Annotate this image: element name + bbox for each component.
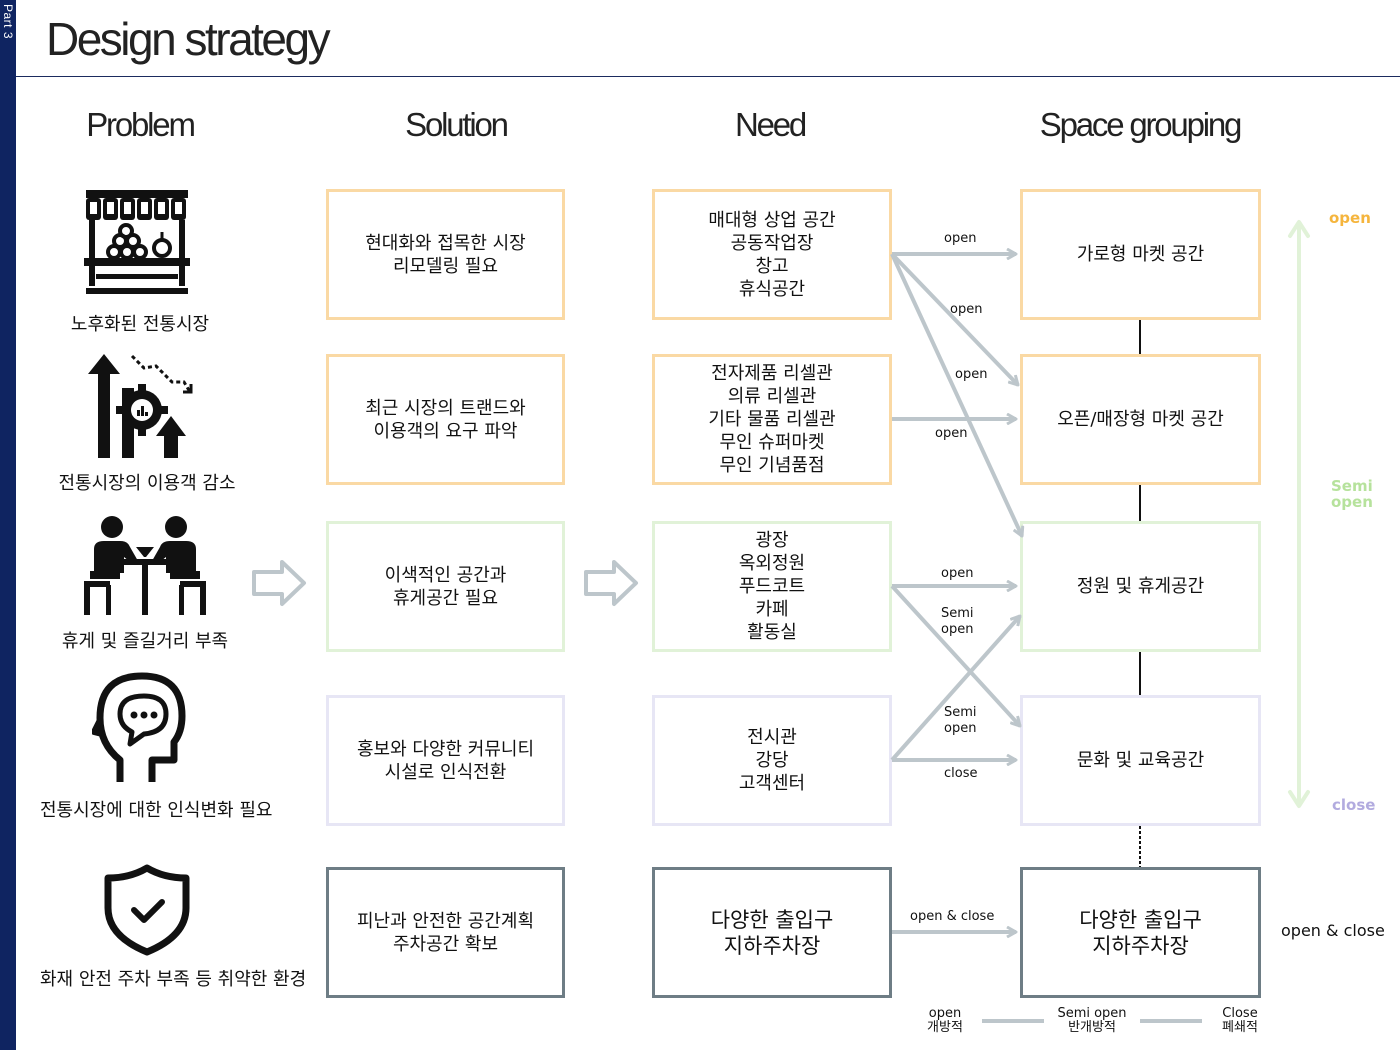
space-box-2: 오픈/매장형 마켓 공간 — [1020, 354, 1261, 485]
solution-text-2: 최근 시장의 트랜드와 이용객의 요구 파악 — [365, 397, 526, 442]
flow-label-n2-s2: open — [935, 426, 967, 441]
problem-label-2: 전통시장의 이용객 감소 — [58, 473, 236, 494]
space-box-1: 가로형 마켓 공간 — [1020, 189, 1261, 320]
solution-text-5: 피난과 안전한 공간계획 주차공간 확보 — [356, 910, 535, 955]
solution-box-5: 피난과 안전한 공간계획 주차공간 확보 — [326, 867, 565, 998]
space-box-5: 다양한 출입구 지하주차장 — [1020, 867, 1261, 998]
need-box-1: 매대형 상업 공간 공동작업장 창고 휴식공간 — [652, 189, 892, 320]
title-divider — [16, 76, 1400, 77]
need-text-1: 매대형 상업 공간 공동작업장 창고 휴식공간 — [708, 209, 836, 300]
column-header-solution: Solution — [405, 106, 509, 143]
column-header-space: Space grouping — [1039, 106, 1243, 143]
need-box-4: 전시관 강당 고객센터 — [652, 695, 892, 826]
legend-semi-open-ko: 반개방적 — [1068, 1020, 1116, 1035]
scale-label-open: open — [1329, 209, 1371, 227]
column-header-need: Need — [734, 106, 807, 143]
legend-open: open 개방적 — [915, 1007, 975, 1035]
space-text-4: 문화 및 교육공간 — [1076, 750, 1205, 771]
decline-chart-icon — [88, 354, 193, 458]
flow-arrow-n1-s2 — [890, 252, 1018, 385]
hollow-arrow-problem-solution — [252, 560, 306, 606]
need-text-5: 다양한 출입구 지하주차장 — [710, 907, 834, 958]
space-box-4: 문화 및 교육공간 — [1020, 695, 1261, 826]
legend-close: Close 폐쇄적 — [1210, 1007, 1270, 1035]
flow-label-n1-s2: open — [950, 302, 982, 317]
solution-box-1: 현대화와 접목한 시장 리모델링 필요 — [326, 189, 565, 320]
space-text-1: 가로형 마켓 공간 — [1076, 244, 1205, 265]
need-text-3: 광장 옥외정원 푸드코트 카페 활동실 — [738, 530, 806, 643]
need-box-2: 전자제품 리셀관 의류 리셀관 기타 물품 리셀관 무인 슈퍼마켓 무인 기념품… — [652, 354, 892, 485]
column-header-problem: Problem — [86, 106, 196, 143]
problem-label-1: 노후화된 전통시장 — [70, 314, 210, 335]
legend-semi-open: Semi open 반개방적 — [1050, 1007, 1134, 1035]
need-box-5: 다양한 출입구 지하주차장 — [652, 867, 892, 998]
space-box-3: 정원 및 휴게공간 — [1020, 521, 1261, 652]
scale-label-close: close — [1332, 796, 1376, 814]
scale-label-semi-open: Semi open — [1331, 477, 1373, 511]
space-text-2: 오픈/매장형 마켓 공간 — [1057, 409, 1224, 430]
space-text-5: 다양한 출입구 지하주차장 — [1079, 907, 1202, 958]
openness-scale-arrow — [1288, 220, 1310, 808]
shield-check-icon — [104, 864, 190, 956]
flow-label-n4-s4: close — [944, 766, 977, 781]
flow-label-n1-s1: open — [944, 231, 976, 246]
legend-close-ko: 폐쇄적 — [1222, 1020, 1258, 1035]
part-label: Part 3 — [1, 4, 15, 40]
legend-semi-open-en: Semi open — [1057, 1006, 1127, 1021]
need-box-3: 광장 옥외정원 푸드코트 카페 활동실 — [652, 521, 892, 652]
side-note-open-close: open & close — [1281, 921, 1385, 940]
legend-open-ko: 개방적 — [927, 1020, 963, 1035]
market-stall-icon — [84, 190, 190, 294]
flow-label-n5-s5: open & close — [910, 909, 994, 924]
legend-close-en: Close — [1222, 1006, 1258, 1021]
solution-text-3: 이색적인 공간과 휴게공간 필요 — [384, 564, 507, 609]
flow-arrow-n3-s4 — [890, 584, 1020, 726]
flow-label-n3-s3: open — [941, 566, 973, 581]
solution-box-2: 최근 시장의 트랜드와 이용객의 요구 파악 — [326, 354, 565, 485]
legend-open-en: open — [928, 1006, 962, 1021]
solution-text-4: 홍보와 다양한 커뮤니티 시설로 인식전환 — [356, 738, 535, 783]
solution-box-4: 홍보와 다양한 커뮤니티 시설로 인식전환 — [326, 695, 565, 826]
solution-text-1: 현대화와 접목한 시장 리모델링 필요 — [365, 232, 526, 277]
solution-box-3: 이색적인 공간과 휴게공간 필요 — [326, 521, 565, 652]
need-text-4: 전시관 강당 고객센터 — [738, 727, 806, 794]
problem-label-5: 화재 안전 주차 부족 등 취약한 환경 — [40, 969, 307, 990]
problem-label-4: 전통시장에 대한 인식변화 필요 — [40, 800, 273, 821]
cafe-people-icon — [84, 516, 206, 615]
page-title: Design strategy — [46, 13, 331, 65]
flow-label-n1-s3: open — [955, 367, 987, 382]
head-chat-icon — [92, 672, 186, 782]
problem-label-3: 휴게 및 즐길거리 부족 — [61, 631, 229, 652]
need-text-2: 전자제품 리셀관 의류 리셀관 기타 물품 리셀관 무인 슈퍼마켓 무인 기념품… — [708, 363, 836, 476]
flow-arrow-n1-s3 — [890, 253, 1022, 536]
hollow-arrow-solution-need — [584, 560, 638, 606]
part-tab: Part 3 — [0, 0, 16, 1050]
flow-arrow-n4-s3 — [890, 616, 1020, 762]
space-text-3: 정원 및 휴게공간 — [1076, 576, 1205, 597]
